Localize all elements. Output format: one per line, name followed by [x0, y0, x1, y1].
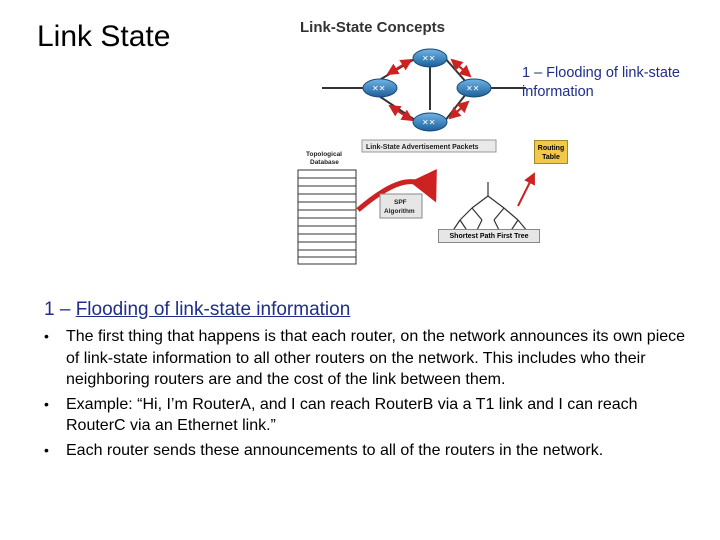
topological-database-icon	[297, 169, 357, 265]
routing-table-label-1: Routing	[537, 145, 565, 152]
router-icon: ✕✕	[412, 112, 448, 132]
bullet-list: • The first thing that happens is that ea…	[44, 326, 694, 464]
figure-caption: 1 – Flooding of link-state information	[522, 65, 680, 100]
svg-text:✕✕: ✕✕	[466, 84, 479, 93]
bullet-item: • Example: “Hi, I’m RouterA, and I can re…	[44, 394, 694, 437]
spf-label-2: Algorithm	[384, 208, 415, 215]
process-arrow	[356, 168, 437, 212]
bullet-dot-icon: •	[44, 441, 49, 458]
bullet-dot-icon: •	[44, 328, 49, 344]
slide-title: Link State	[37, 20, 171, 53]
link-state-concepts-figure: Link-State Concepts ✕✕ ✕✕ ✕✕ ✕✕	[297, 19, 535, 265]
bullet-text: Each router sends these announcements to…	[66, 441, 604, 459]
lsa-packets-box	[361, 139, 497, 153]
svg-text:✕✕: ✕✕	[422, 118, 435, 127]
bullet-text: Example: “Hi, I’m RouterA, and I can rea…	[66, 395, 638, 435]
section-heading: 1 – Flooding of link-state information	[44, 298, 350, 322]
router-icon: ✕✕	[412, 48, 448, 68]
router-icon: ✕✕	[456, 78, 492, 98]
topological-database-label-1: Topological	[306, 151, 342, 158]
topological-database-label-2: Database	[310, 159, 339, 166]
spf-tree-label: Shortest Path First Tree	[438, 229, 540, 243]
section-heading-link[interactable]: Flooding of link-state information	[75, 299, 351, 320]
routing-table-box: Routing Table	[534, 140, 568, 164]
svg-text:✕✕: ✕✕	[422, 54, 435, 63]
spf-algorithm-box	[379, 193, 423, 219]
svg-text:✕✕: ✕✕	[372, 84, 385, 93]
routing-table-label-2: Table	[542, 154, 560, 161]
flood-arrows	[386, 58, 472, 122]
to-routing-table-arrow	[517, 172, 535, 207]
spf-tree-icon	[451, 182, 529, 233]
bullet-text: The first thing that happens is that eac…	[66, 328, 686, 388]
lsa-packets-label: Link-State Advertisement Packets	[366, 144, 479, 151]
bullet-dot-icon: •	[44, 395, 49, 412]
figure-title: Link-State Concepts	[300, 19, 445, 36]
router-icon: ✕✕	[362, 78, 398, 98]
section-number: 1 –	[44, 299, 76, 320]
bullet-item: • Each router sends these announcements t…	[44, 440, 694, 462]
spf-label-1: SPF	[394, 199, 407, 206]
bullet-item: • The first thing that happens is that ea…	[44, 326, 694, 391]
